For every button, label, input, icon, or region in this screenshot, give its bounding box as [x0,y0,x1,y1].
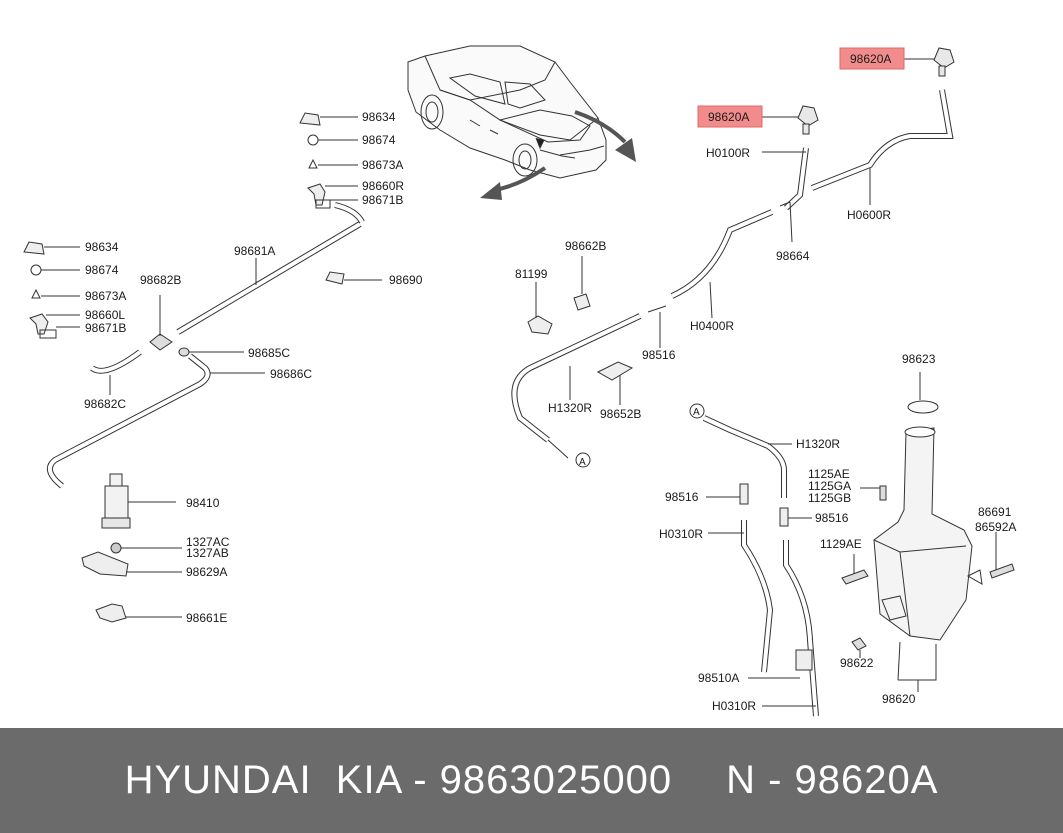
hose-lines-centre [511,89,954,459]
label-98516-centre: 98516 [642,348,676,362]
label-1327AC: 1327AC [186,535,230,549]
label-98673A-lower: 98673A [85,289,126,303]
nozzle-group-lower [23,241,80,339]
arrow-head-icon [480,182,502,200]
label-H0310R-lower: H0310R [712,699,756,713]
label-98629A: 98629A [186,565,227,579]
label-98673A-upper: 98673A [362,158,403,172]
label-98671B-upper: 98671B [362,193,403,207]
label-98660L: 98660L [85,308,125,322]
label-98410: 98410 [186,496,220,510]
label-1129AE: 1129AE [820,537,862,551]
label-H0310R-upper: H0310R [659,527,703,541]
label-98516-right-1: 98516 [665,490,699,504]
ref-marker-a-1 [575,452,591,468]
label-98682C: 98682C [84,397,126,411]
label-98634-upper: 98634 [362,110,396,124]
label-98674-lower: 98674 [85,263,119,277]
footer-catalog-number: N - 98620A [726,758,939,802]
highlight-98620A-2 [839,47,905,70]
label-98516-right-2: 98516 [815,511,849,525]
label-H0100R: H0100R [706,146,750,160]
label-81199: 81199 [515,267,548,281]
hose-lines-right [702,415,819,717]
label-98681A: 98681A [234,244,275,258]
nozzle-98620A-1 [762,105,819,135]
label-86592A: 86592A [975,520,1016,534]
arrow-head-icon [615,138,636,162]
label-98690: 98690 [389,273,423,287]
ref-a-label-2: A [693,407,700,418]
connector-98661E [95,603,182,623]
label-98622: 98622 [840,656,874,670]
hose-lines-left [46,202,382,489]
washer-reservoir [841,372,1015,692]
label-86691: 86691 [978,505,1012,519]
label-98623: 98623 [902,352,936,366]
label-1327AB: 1327AB [186,546,229,560]
flow-arrow-icon [574,110,627,144]
label-1125GA: 1125GA [808,479,851,493]
label-98686C: 98686C [270,367,312,381]
label-H0600R: H0600R [847,208,891,222]
ref-marker-a-2 [689,403,705,419]
flow-arrow-icon [494,166,547,192]
label-98661E: 98661E [186,611,227,625]
label-H1320R-centre: H1320R [548,401,592,415]
highlight-98620A-1 [697,105,763,128]
label-98660R: 98660R [362,179,404,193]
label-98620A-1: 98620A [708,110,749,124]
clip-parts-centre [527,256,634,405]
ref-a-label-1: A [579,457,586,468]
label-98674-upper: 98674 [362,133,396,147]
label-98682B: 98682B [140,273,181,287]
label-H1320R-right: H1320R [796,437,840,451]
footer-brand-part-number: HYUNDAI KIA - 9863025000 [124,758,673,802]
label-98652B: 98652B [600,407,641,421]
label-1125GB: 1125GB [808,491,851,505]
label-98662B: 98662B [565,239,606,253]
nozzle-98620A-2 [904,47,955,77]
pump-bracket [81,542,182,577]
label-98664: 98664 [776,249,810,263]
parts-diagram: 98634 98674 98673A 98660R 98671B 98634 9… [23,45,1016,717]
label-98671B-lower: 98671B [85,321,126,335]
label-98510A: 98510A [698,671,739,685]
label-98620A-2: 98620A [850,52,891,66]
label-98620: 98620 [882,692,916,706]
label-98634-lower: 98634 [85,240,119,254]
label-H0400R: H0400R [690,319,734,333]
car-illustration [407,45,607,179]
label-98685C: 98685C [248,346,290,360]
washer-pump [101,473,176,529]
nozzle-group-upper [299,112,358,209]
label-1125AE: 1125AE [808,467,850,481]
part-number-footer: HYUNDAI KIA - 9863025000 N - 98620A [0,728,1063,833]
